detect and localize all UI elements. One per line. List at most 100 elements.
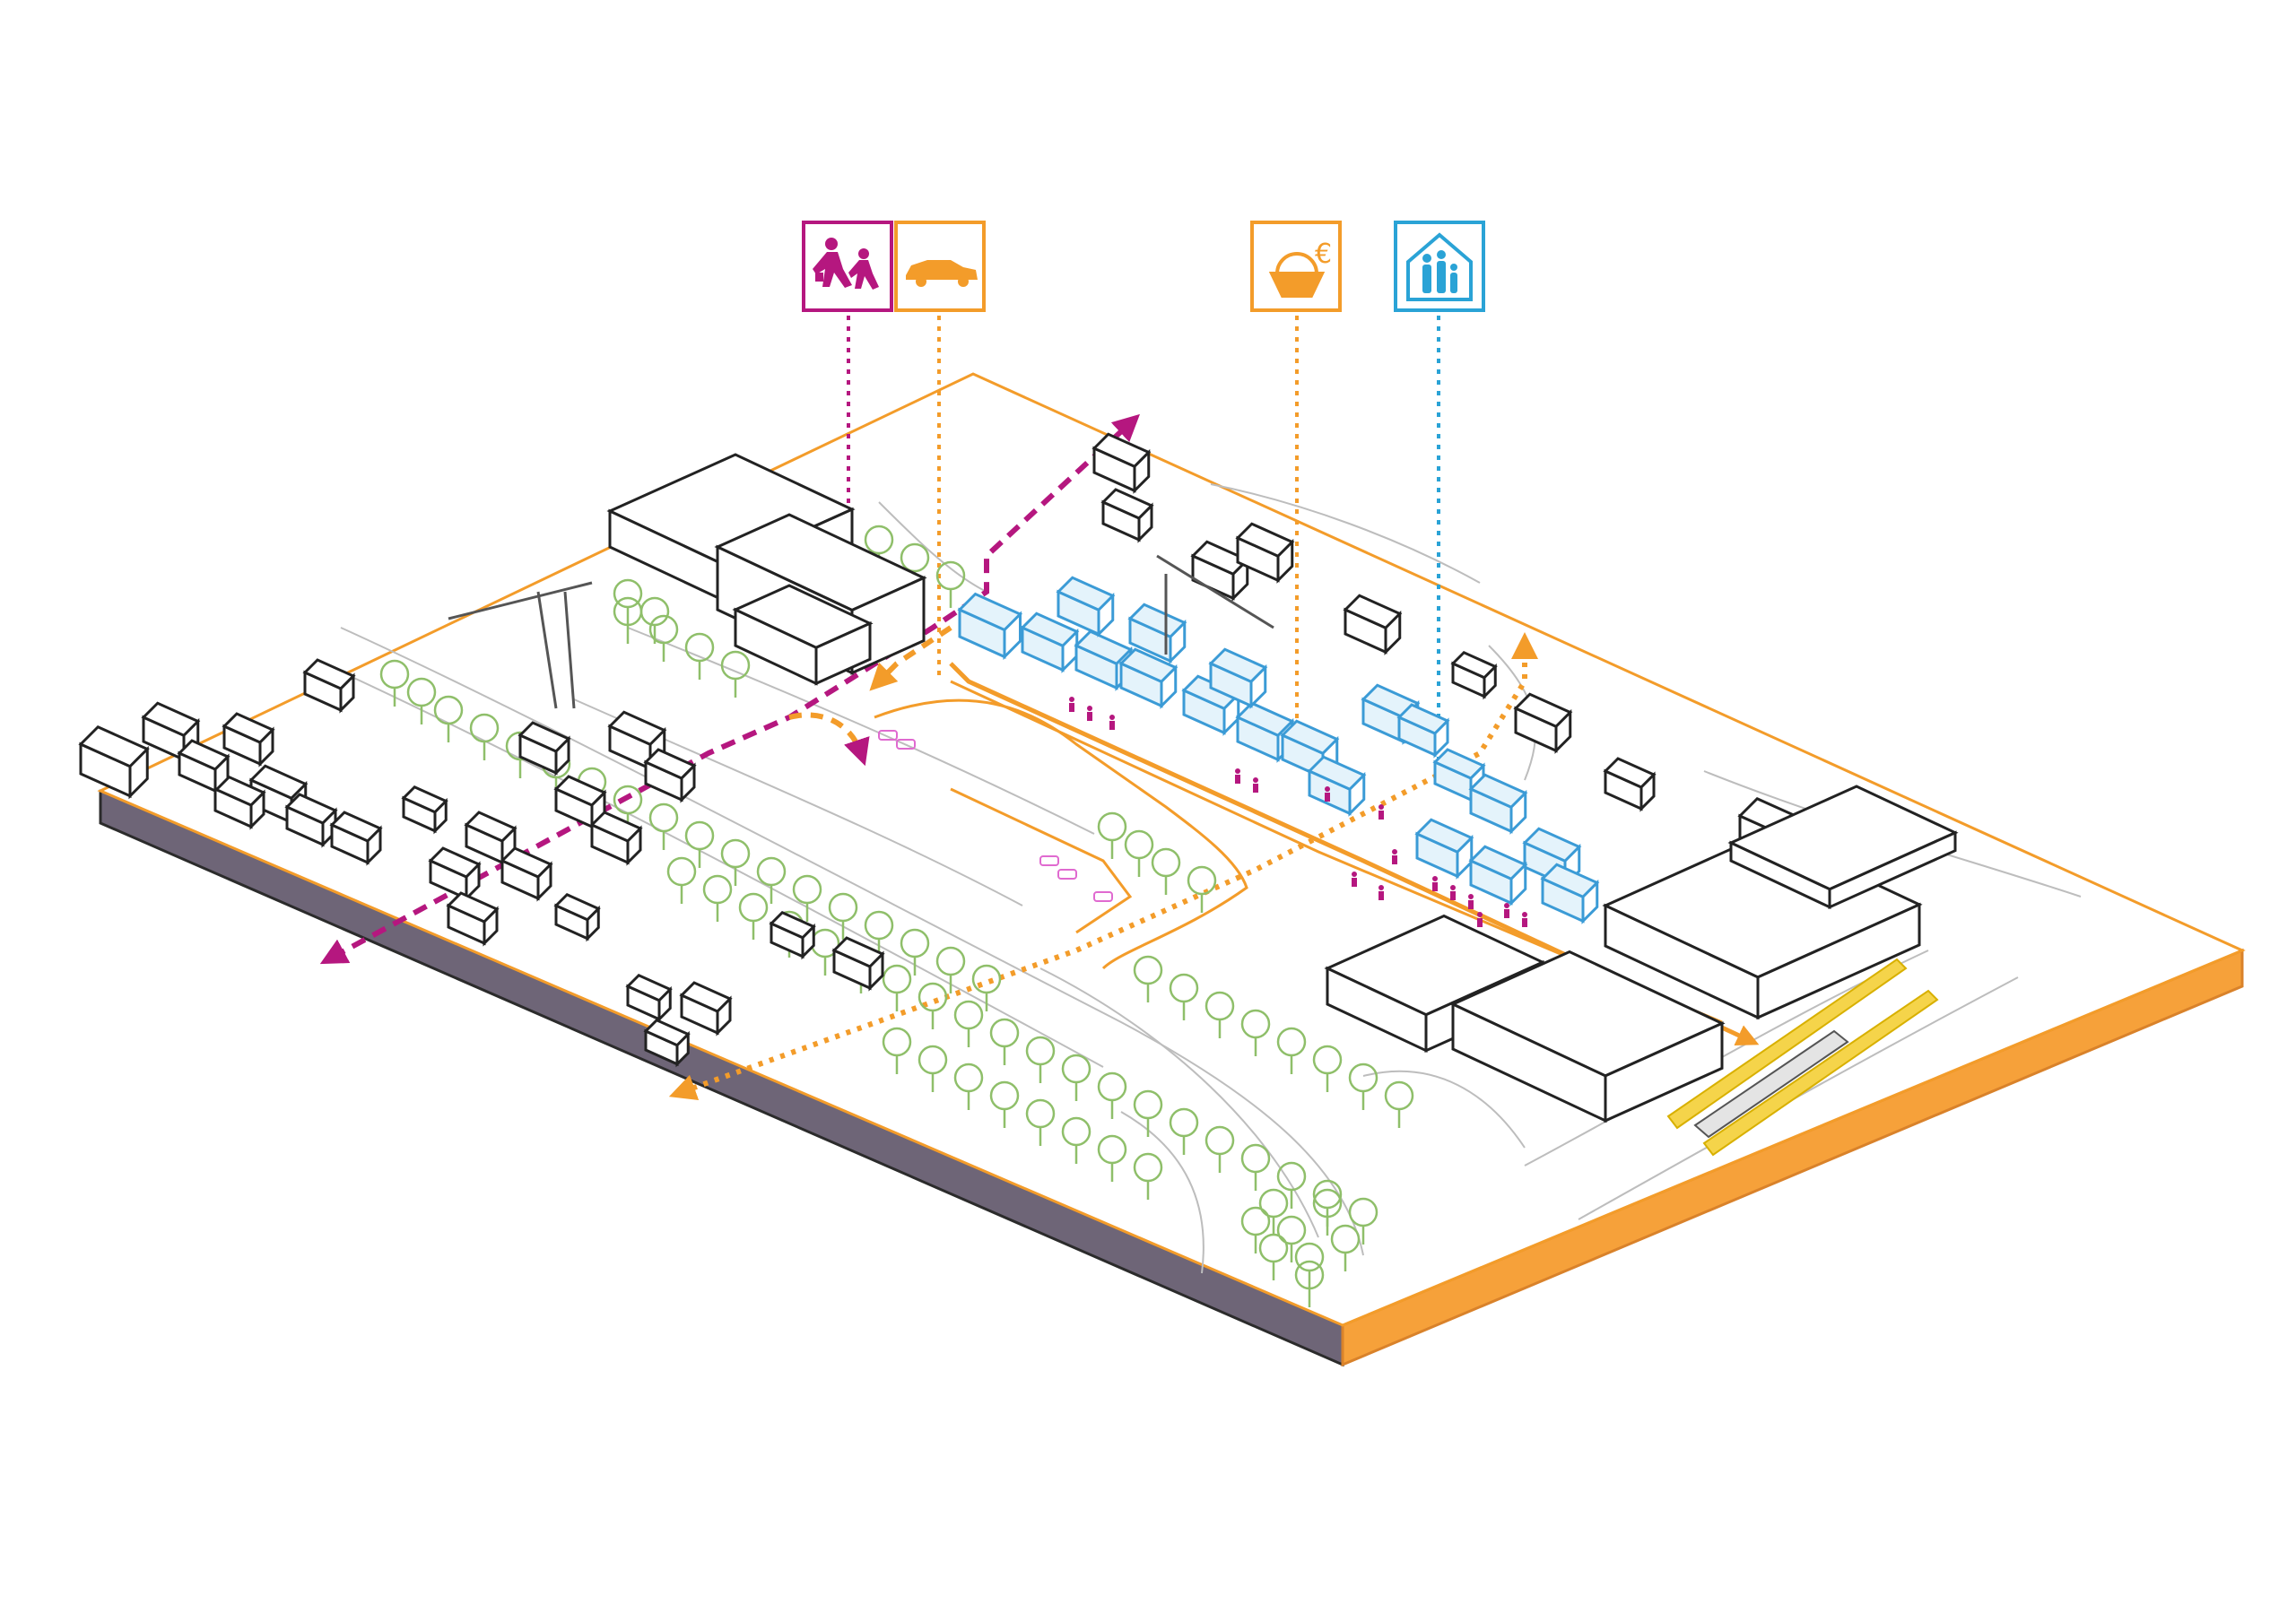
existing-house [177, 739, 230, 794]
tree-icon [639, 596, 670, 644]
person-icon [1253, 777, 1258, 793]
person-icon [1352, 872, 1357, 887]
new-house [1522, 827, 1582, 889]
tree-icon [1169, 973, 1199, 1020]
existing-house [517, 721, 571, 776]
parked-car-icon [896, 739, 916, 750]
new-house [1118, 647, 1178, 709]
new-house [1307, 755, 1367, 817]
tree-icon [828, 892, 858, 940]
tree-icon [1124, 829, 1154, 877]
parked-car-icon [1039, 855, 1059, 866]
tree-icon [720, 650, 751, 698]
new-house [1468, 845, 1528, 906]
railway [1666, 958, 1939, 1157]
existing-house [302, 658, 356, 714]
new-house [1540, 863, 1600, 924]
car-route-arrow [869, 625, 952, 691]
tree-icon [935, 560, 966, 608]
tree-icon [433, 695, 464, 742]
tree-icon [469, 713, 500, 760]
legend-box-car [894, 221, 986, 312]
tree-icon [1240, 1206, 1271, 1253]
school-building [1449, 950, 1726, 1123]
existing-house [1603, 757, 1657, 812]
rail-platform [1666, 958, 1908, 1130]
tree-icon [1097, 1134, 1127, 1182]
person-icon [1432, 876, 1438, 891]
person-icon [1087, 706, 1092, 721]
tree-icon [1151, 847, 1181, 895]
existing-house [769, 910, 816, 960]
shop-route-arrow [668, 632, 1538, 1101]
person-icon [1069, 697, 1074, 712]
tree-icon [666, 856, 697, 904]
parked-car-icon [878, 730, 898, 741]
tree-icon [1025, 1036, 1056, 1083]
tree-icon [1061, 1054, 1091, 1101]
tree-icon [613, 578, 643, 626]
tree-icon [379, 659, 410, 707]
existing-house [625, 973, 673, 1023]
tree-icon [1312, 1188, 1343, 1236]
existing-house [401, 785, 448, 835]
person-icon [1392, 849, 1397, 864]
existing-house [1235, 522, 1295, 584]
person-icon [1522, 912, 1527, 927]
new-house [1020, 612, 1080, 673]
new-house [1056, 576, 1116, 638]
tree-icon [1258, 1233, 1289, 1280]
existing-house [329, 811, 383, 866]
legend-box-shop: € [1250, 221, 1342, 312]
existing-house [213, 775, 266, 830]
tree-icon [1205, 1125, 1235, 1173]
person-icon [1468, 894, 1474, 909]
tree-icon [1097, 1071, 1127, 1119]
tree-icon [900, 928, 930, 976]
crane [448, 554, 1274, 709]
flow-arrows [319, 413, 1760, 1101]
existing-house [222, 712, 275, 768]
tree-icon [738, 892, 769, 940]
new-house [1208, 647, 1268, 709]
tree-icon [1133, 1152, 1163, 1200]
tree-icon [918, 1045, 948, 1092]
tree-icon [971, 964, 1002, 1011]
tree-icon [989, 1080, 1020, 1128]
existing-house [553, 892, 601, 942]
tree-icon [1025, 1098, 1056, 1146]
tree-icon [1294, 1242, 1325, 1289]
tree-icon [1348, 1063, 1378, 1110]
existing-house [589, 811, 643, 866]
basket-euro-icon: € [1268, 239, 1332, 298]
new-house [1127, 603, 1187, 664]
people-markers [878, 697, 1527, 927]
legend-leaders [847, 316, 1440, 771]
tree-icon [918, 982, 948, 1029]
person-icon [1477, 912, 1483, 927]
existing-house [428, 846, 482, 902]
tree-icon [1133, 1089, 1163, 1137]
tree-icon [1276, 1161, 1307, 1209]
tree-icon [1348, 1197, 1378, 1245]
existing-house [679, 981, 733, 1037]
tree-icon [1294, 1260, 1325, 1307]
existing-house [831, 936, 885, 992]
person-icon [1325, 786, 1330, 802]
tree-icon [1205, 991, 1235, 1038]
tree-icon [1133, 955, 1163, 1002]
person-icon [1504, 903, 1509, 918]
existing-house [446, 891, 500, 947]
existing-house [1100, 488, 1154, 543]
existing-house [1343, 594, 1403, 655]
existing-house [1450, 650, 1498, 700]
pedestrians-icon [813, 238, 879, 290]
tree-icon [1169, 1107, 1199, 1155]
tree-icon [1276, 1027, 1307, 1074]
existing-house [1513, 692, 1573, 754]
existing-house [553, 775, 607, 830]
tree-icon [935, 946, 966, 993]
tree-icon [989, 1018, 1020, 1065]
parked-car-icon [1057, 869, 1077, 880]
existing-house [78, 724, 150, 800]
